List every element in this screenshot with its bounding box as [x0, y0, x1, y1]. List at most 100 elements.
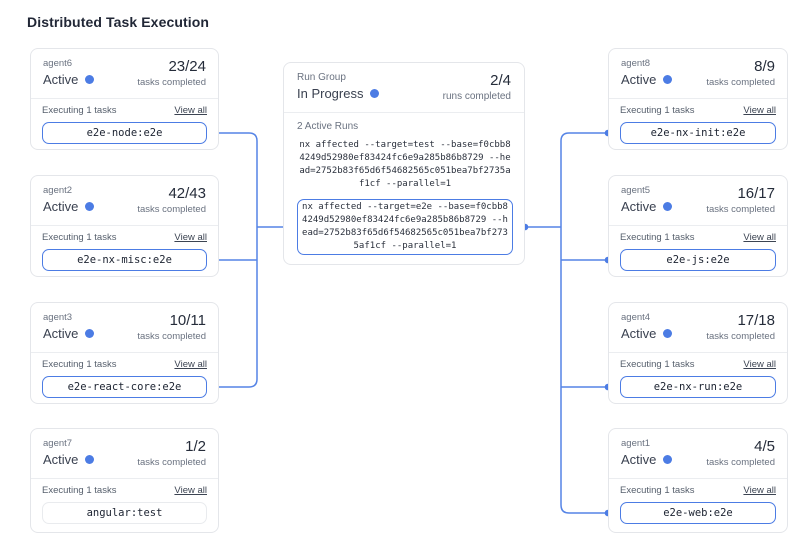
tasks-completed-label: tasks completed	[137, 331, 206, 342]
view-all-link[interactable]: View all	[743, 105, 776, 116]
agent-name: agent8	[621, 58, 651, 69]
agent-name: agent6	[43, 58, 73, 69]
status-dot-icon	[663, 202, 673, 211]
agent-card-header: agent5 Active 16/17 tasks completed	[609, 176, 787, 226]
run-group-card: Run Group In Progress 2/4 runs completed…	[283, 62, 525, 265]
agent-card-agent8: agent8 Active 8/9 tasks completed Execut…	[608, 48, 788, 150]
run-command-e2e[interactable]: nx affected --target=e2e --base=f0cbb842…	[297, 199, 513, 255]
run-group-header: Run Group In Progress 2/4 runs completed	[284, 63, 524, 113]
agent-card-header: agent3 Active 10/11 tasks completed	[31, 303, 218, 353]
page-title: Distributed Task Execution	[27, 14, 210, 30]
agent-status: Active	[43, 72, 95, 87]
tasks-completed-label: tasks completed	[137, 204, 206, 215]
executing-label: Executing 1 tasks	[620, 232, 695, 243]
view-all-link[interactable]: View all	[174, 232, 207, 243]
task-count: 8/9	[754, 58, 775, 75]
agent-status-label: Active	[43, 72, 79, 87]
agent-card-header: agent7 Active 1/2 tasks completed	[31, 429, 218, 479]
agent-status-label: Active	[621, 72, 657, 87]
executing-label: Executing 1 tasks	[620, 105, 695, 116]
view-all-link[interactable]: View all	[743, 485, 776, 496]
agent-card-header: agent4 Active 17/18 tasks completed	[609, 303, 787, 353]
agent-card-agent4: agent4 Active 17/18 tasks completed Exec…	[608, 302, 788, 404]
task-pill[interactable]: angular:test	[42, 502, 207, 524]
status-dot-icon	[85, 455, 95, 464]
task-count: 4/5	[754, 438, 775, 455]
tasks-completed-label: tasks completed	[706, 77, 775, 88]
active-runs-label: 2 Active Runs	[297, 121, 359, 132]
agent-status: Active	[621, 72, 673, 87]
task-pill[interactable]: e2e-nx-misc:e2e	[42, 249, 207, 271]
executing-label: Executing 1 tasks	[42, 105, 117, 116]
executing-label: Executing 1 tasks	[42, 232, 117, 243]
tasks-completed-label: tasks completed	[706, 331, 775, 342]
task-count: 1/2	[185, 438, 206, 455]
agent-card-agent7: agent7 Active 1/2 tasks completed Execut…	[30, 428, 219, 533]
task-pill[interactable]: e2e-nx-init:e2e	[620, 122, 776, 144]
task-count: 17/18	[737, 312, 775, 329]
task-pill[interactable]: e2e-js:e2e	[620, 249, 776, 271]
agent-name: agent4	[621, 312, 651, 323]
status-dot-icon	[85, 75, 95, 84]
task-count: 23/24	[168, 58, 206, 75]
run-group-status: In Progress	[297, 86, 380, 101]
agent-card-header: agent6 Active 23/24 tasks completed	[31, 49, 218, 99]
task-count: 10/11	[169, 312, 206, 329]
agent-name: agent7	[43, 438, 73, 449]
runs-completed-label: runs completed	[442, 91, 511, 102]
agent-status: Active	[43, 199, 95, 214]
agent-card-agent2: agent2 Active 42/43 tasks completed Exec…	[30, 175, 219, 277]
status-dot-icon	[85, 202, 95, 211]
agent-name: agent5	[621, 185, 651, 196]
status-dot-icon	[663, 75, 673, 84]
agent-status-label: Active	[621, 452, 657, 467]
agent-name: agent1	[621, 438, 651, 449]
runs-count: 2/4	[490, 72, 511, 89]
view-all-link[interactable]: View all	[174, 359, 207, 370]
tasks-completed-label: tasks completed	[706, 457, 775, 468]
agent-card-header: agent8 Active 8/9 tasks completed	[609, 49, 787, 99]
executing-label: Executing 1 tasks	[42, 485, 117, 496]
task-pill[interactable]: e2e-web:e2e	[620, 502, 776, 524]
task-pill[interactable]: e2e-node:e2e	[42, 122, 207, 144]
agent-status-label: Active	[43, 199, 79, 214]
status-dot-icon	[663, 329, 673, 338]
agent-status-label: Active	[621, 199, 657, 214]
status-dot-icon	[370, 89, 380, 98]
agent-card-agent5: agent5 Active 16/17 tasks completed Exec…	[608, 175, 788, 277]
tasks-completed-label: tasks completed	[137, 77, 206, 88]
agent-status-label: Active	[43, 326, 79, 341]
view-all-link[interactable]: View all	[174, 105, 207, 116]
agent-status: Active	[621, 199, 673, 214]
agent-name: agent2	[43, 185, 73, 196]
agent-status: Active	[621, 452, 673, 467]
task-pill[interactable]: e2e-react-core:e2e	[42, 376, 207, 398]
executing-label: Executing 1 tasks	[620, 485, 695, 496]
run-command-test: nx affected --target=test --base=f0cbb84…	[299, 140, 511, 189]
view-all-link[interactable]: View all	[743, 359, 776, 370]
agent-status-label: Active	[43, 452, 79, 467]
tasks-completed-label: tasks completed	[706, 204, 775, 215]
agent-card-agent3: agent3 Active 10/11 tasks completed Exec…	[30, 302, 219, 404]
executing-label: Executing 1 tasks	[42, 359, 117, 370]
run-group-status-label: In Progress	[297, 86, 364, 101]
agent-card-agent6: agent6 Active 23/24 tasks completed Exec…	[30, 48, 219, 150]
agent-card-header: agent2 Active 42/43 tasks completed	[31, 176, 218, 226]
task-pill[interactable]: e2e-nx-run:e2e	[620, 376, 776, 398]
agent-card-agent1: agent1 Active 4/5 tasks completed Execut…	[608, 428, 788, 533]
task-count: 16/17	[737, 185, 775, 202]
run-group-label: Run Group	[297, 72, 346, 83]
agent-status-label: Active	[621, 326, 657, 341]
task-count: 42/43	[168, 185, 206, 202]
executing-label: Executing 1 tasks	[620, 359, 695, 370]
agent-status: Active	[621, 326, 673, 341]
agent-status: Active	[43, 326, 95, 341]
agent-name: agent3	[43, 312, 73, 323]
view-all-link[interactable]: View all	[743, 232, 776, 243]
status-dot-icon	[85, 329, 95, 338]
status-dot-icon	[663, 455, 673, 464]
agent-status: Active	[43, 452, 95, 467]
view-all-link[interactable]: View all	[174, 485, 207, 496]
tasks-completed-label: tasks completed	[137, 457, 206, 468]
